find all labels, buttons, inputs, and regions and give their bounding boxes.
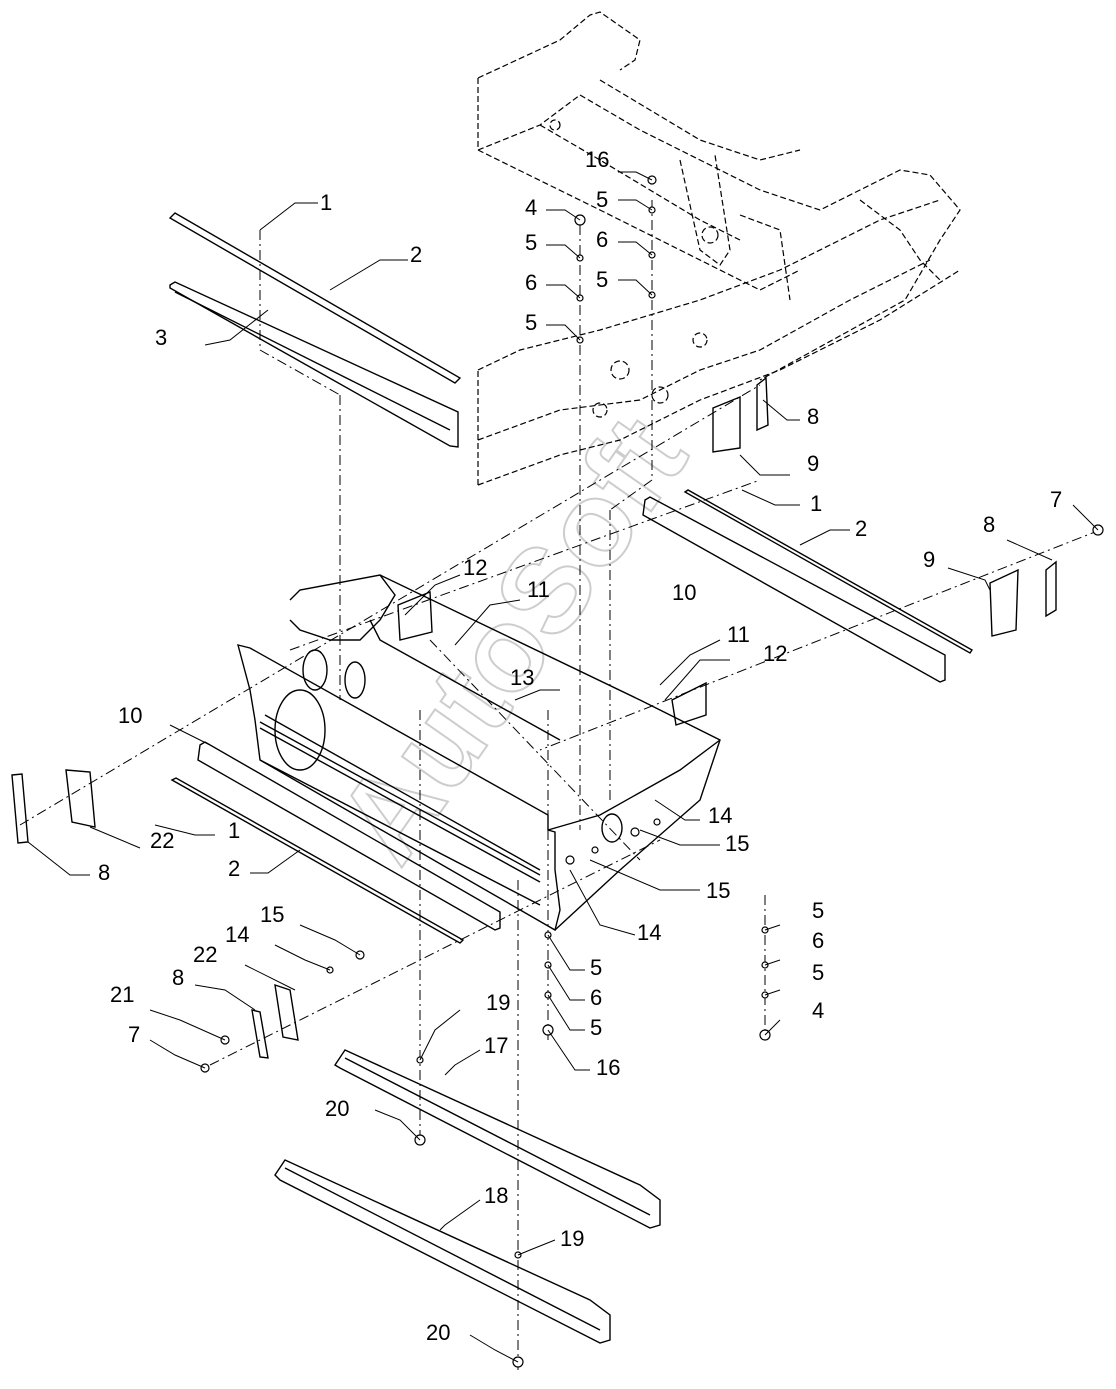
callout-5-r1: 5 [812, 898, 824, 923]
callout-9-top: 9 [807, 451, 819, 476]
callout-5-b: 5 [525, 310, 537, 335]
callout-5-m1: 5 [590, 955, 602, 980]
callout-6-m: 6 [590, 985, 602, 1010]
callout-11-right: 11 [727, 622, 750, 647]
callout-11-left: 11 [527, 577, 550, 602]
callout-8-right: 8 [983, 512, 995, 537]
callout-10-left: 10 [118, 703, 142, 728]
callout-20-top: 20 [325, 1096, 349, 1121]
callout-18: 18 [484, 1183, 508, 1208]
callout-22-bl: 22 [193, 942, 217, 967]
callout-8-top: 8 [807, 404, 819, 429]
callout-6-b: 6 [596, 227, 608, 252]
callout-1-left: 1 [228, 818, 240, 843]
callout-2-right: 2 [855, 516, 867, 541]
callout-17: 17 [484, 1033, 508, 1058]
callout-8-bl: 8 [172, 965, 184, 990]
right-panel-2 [642, 489, 974, 683]
callout-5-r2: 5 [812, 960, 824, 985]
alignment-lines [19, 200, 1101, 1370]
callout-2-top: 2 [410, 242, 422, 267]
chassis-frame [477, 11, 961, 486]
callout-5-c: 5 [596, 187, 608, 212]
callout-16-m: 16 [596, 1055, 620, 1080]
top-panel-2 [168, 212, 462, 384]
callout-4-top: 4 [525, 195, 537, 220]
callout-15-right-a: 15 [725, 831, 749, 856]
callout-15-right-b: 15 [706, 878, 730, 903]
callout-14-right: 14 [708, 803, 732, 828]
callout-15-bl: 15 [260, 902, 284, 927]
trough-17 [334, 1049, 661, 1229]
callout-1-top: 1 [320, 190, 332, 215]
callout-5-a: 5 [525, 230, 537, 255]
callout-8-left: 8 [98, 860, 110, 885]
right-side-plates [397, 376, 1057, 726]
bin-housing [237, 574, 721, 932]
callout-7-right: 7 [1050, 487, 1062, 512]
callout-9-right: 9 [923, 547, 935, 572]
callout-labels: 1 2 3 4 5 6 5 16 5 6 5 8 9 1 2 7 8 9 10 … [98, 147, 1062, 1345]
top-panel-3 [169, 281, 459, 448]
callout-4-r: 4 [812, 998, 824, 1023]
callout-10-right: 10 [672, 580, 696, 605]
callout-2-left: 2 [228, 856, 240, 881]
callout-14-mid: 14 [637, 920, 661, 945]
callout-14-bl: 14 [225, 922, 249, 947]
callout-1-right: 1 [810, 491, 822, 516]
callout-5-m2: 5 [590, 1015, 602, 1040]
callout-12-left: 12 [463, 555, 487, 580]
callout-19-top: 19 [486, 990, 510, 1015]
callout-3: 3 [155, 325, 167, 350]
leader-lines [27, 171, 1099, 1363]
trough-18 [274, 1159, 611, 1344]
callout-21: 21 [110, 982, 134, 1007]
callout-20-bot: 20 [426, 1320, 450, 1345]
left-side-panels [11, 741, 501, 1059]
callout-6-r: 6 [812, 928, 824, 953]
callout-6-a: 6 [525, 270, 537, 295]
callout-13: 13 [510, 665, 534, 690]
callout-7-bl: 7 [128, 1022, 140, 1047]
callout-19-bot: 19 [560, 1226, 584, 1251]
callout-22-left: 22 [150, 828, 174, 853]
callout-5-d: 5 [596, 267, 608, 292]
callout-16-top: 16 [585, 147, 609, 172]
callout-12-right: 12 [763, 641, 787, 666]
